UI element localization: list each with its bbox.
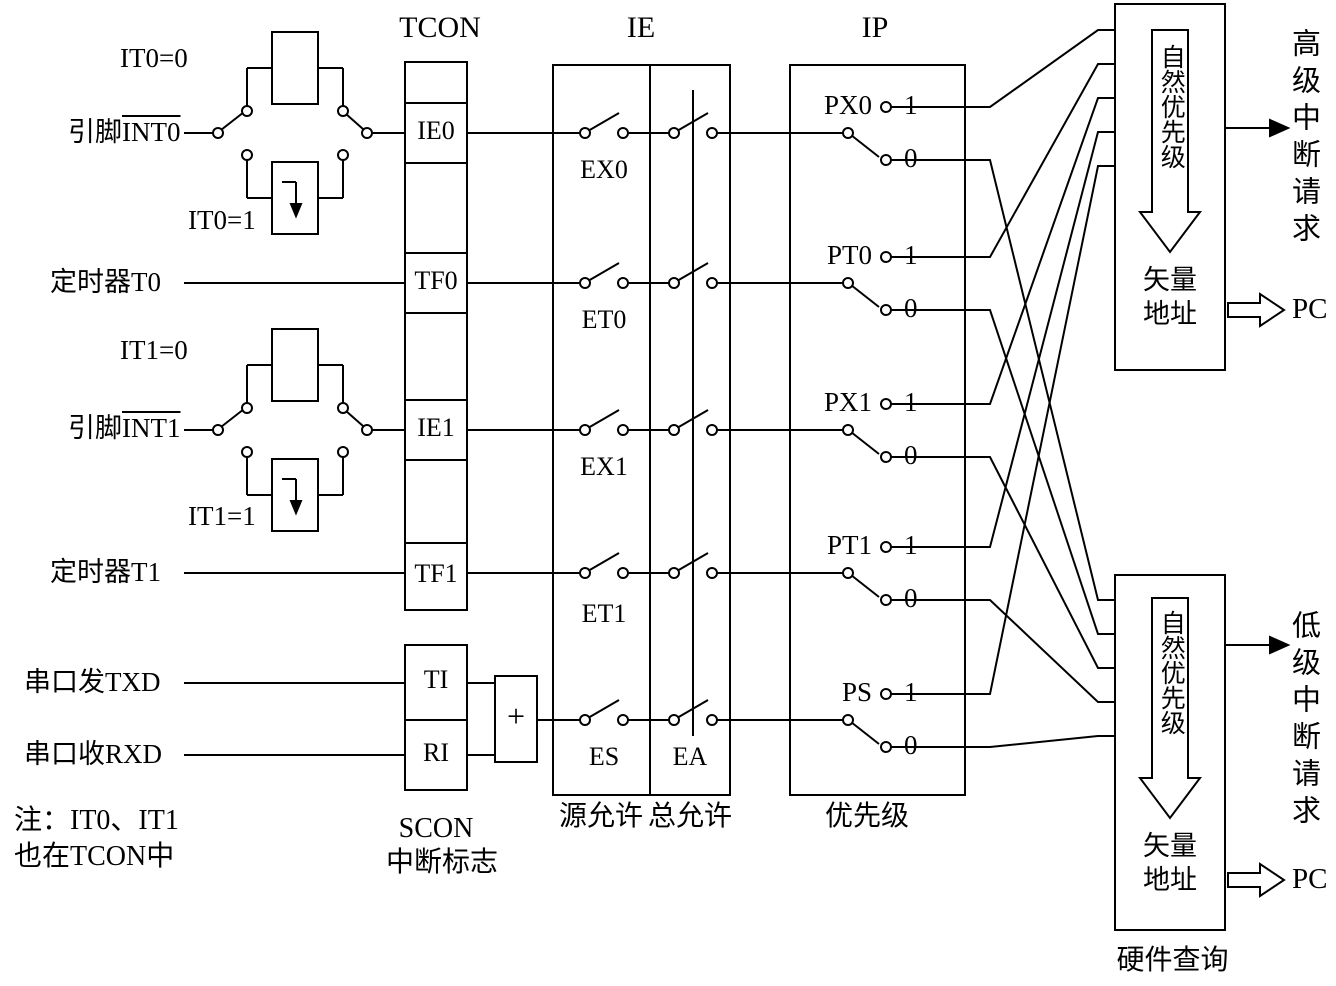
ie-bit-ex1: EX1 [580,452,628,481]
int0-name: INT0 [122,117,181,147]
timer-t1-label: 定时器T1 [50,557,161,587]
natural-priority-arrow-icon [1138,29,1202,254]
ip-header: IP [861,11,889,44]
falling-edge-icon [289,203,303,219]
high-priority-block [1114,3,1291,371]
ip-label-ps: PS [841,677,872,707]
pin-prefix: 引脚 [68,413,122,443]
global-enable-caption: 总允许 [647,801,732,832]
vector-address-high-line1: 矢量 [1143,265,1197,295]
pc-label-high: PC [1292,293,1328,325]
tcon-register [404,61,468,611]
it1-edge-label: IT1=1 [188,501,256,531]
falling-edge-icon [289,500,303,516]
pc-label-low: PC [1292,863,1328,895]
hardware-query-caption: 硬件查询 [1116,945,1229,976]
int1-trigger-circuit [184,328,405,532]
or-gate [494,675,553,763]
vector-address-high-line2: 地址 [1143,299,1197,329]
ip-register [789,64,966,796]
vector-address-low-line2: 地址 [1143,865,1197,895]
ie-register [552,64,790,796]
low-request-label: 低级中断请求 [1287,610,1320,832]
serial-tx-label: 串口发TXD [24,667,161,697]
note-line1: 注：IT0、IT1 [14,805,179,836]
it0-edge-label: IT0=1 [188,205,256,235]
pin-int0-label: 引脚INT0 [68,118,180,146]
hollow-arrow-icon [1227,862,1286,898]
ip-label-px0: PX0 [823,90,872,120]
scon-bit-ri: RI [423,738,449,767]
ie-bit-ex0: EX0 [580,155,628,184]
scon-bit-ti: TI [423,665,449,694]
ip-ps-zero: 0 [904,730,918,760]
hollow-arrow-icon [1227,292,1286,328]
int0-level-trigger-box [271,31,319,105]
priority-caption: 优先级 [824,801,909,832]
input-wires [184,282,405,756]
natural-priority-label-low: 自然优先级 [1157,610,1185,735]
ie-header: IE [626,11,656,44]
scon-register [404,644,495,791]
priority-switches [790,101,892,753]
or-gate-plus: + [506,698,526,734]
scon-caption-line2: 中断标志 [386,847,499,878]
global-enable-switches [668,112,790,726]
serial-rx-label: 串口收RXD [24,739,163,769]
ie-bit-et0: ET0 [581,305,627,334]
ip-px0-zero: 0 [904,143,918,173]
ip-label-pt0: PT0 [826,240,872,270]
pin-prefix: 引脚 [68,117,122,147]
low-priority-block [1114,574,1291,931]
right-arrow-icon [1269,635,1291,655]
ip-label-px1: PX1 [823,387,872,417]
int1-level-trigger-box [271,328,319,402]
it0-level-label: IT0=0 [120,43,188,73]
natural-priority-label-high: 自然优先级 [1157,44,1185,169]
natural-priority-arrow-icon [1138,597,1202,820]
tcon-bit-tf0: TF0 [414,266,458,295]
ip-px0-one: 1 [904,90,918,120]
ie-bit-et1: ET1 [581,599,627,628]
int1-name: INT1 [122,413,181,443]
ip-pt1-one: 1 [904,530,918,560]
ip-pt0-zero: 0 [904,293,918,323]
ip-pt1-zero: 0 [904,583,918,613]
routing-lines [891,29,1115,748]
right-arrow-icon [1269,118,1291,138]
ip-ps-one: 1 [904,677,918,707]
ie-bit-es: ES [588,742,620,771]
int0-trigger-circuit [184,31,405,235]
ip-pt0-one: 1 [904,240,918,270]
scon-caption-line1: SCON [398,813,474,844]
tcon-header: TCON [399,11,481,44]
timer-t0-label: 定时器T0 [50,267,161,297]
ip-label-pt1: PT1 [826,530,872,560]
ie-bit-ea: EA [672,742,708,771]
high-request-label: 高级中断请求 [1287,28,1320,250]
tcon-bit-ie0: IE0 [417,116,455,145]
tcon-to-ie-wires [467,132,553,574]
ip-px1-zero: 0 [904,440,918,470]
tcon-bit-ie1: IE1 [417,413,455,442]
source-enable-caption: 源允许 [558,801,643,832]
tcon-bit-tf1: TF1 [414,559,458,588]
source-enable-switches [553,112,670,726]
it1-level-label: IT1=0 [120,335,188,365]
pin-int1-label: 引脚INT1 [68,414,180,442]
vector-address-low-line1: 矢量 [1143,831,1197,861]
note-line2: 也在TCON中 [14,841,175,872]
ip-px1-one: 1 [904,387,918,417]
